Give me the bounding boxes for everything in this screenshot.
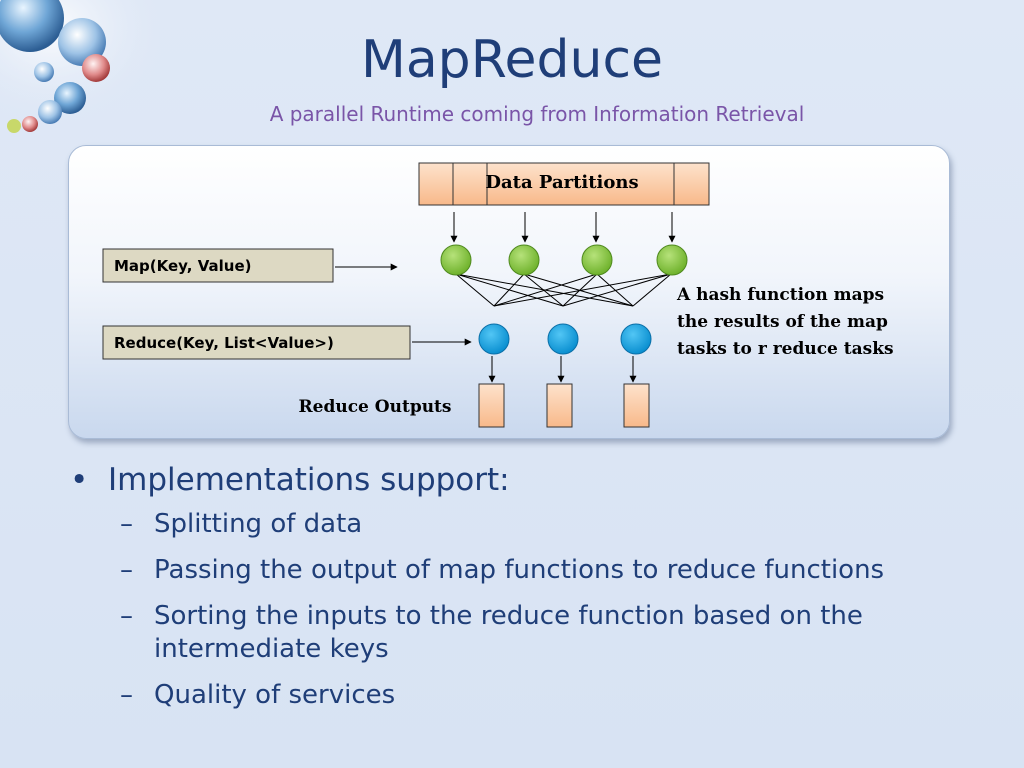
reduce-function-label: Reduce(Key, List<Value>) [114,334,334,352]
bullet-item-text: Passing the output of map functions to r… [154,555,885,585]
map-node [581,244,613,276]
hash-function-note: A hash function maps the results of the … [676,285,894,359]
bullet-heading-text: Implementations support: [108,462,510,498]
bullet-item-text: Splitting of data [154,509,363,539]
shuffle-line [632,273,672,307]
hash-note-line: tasks to r reduce tasks [677,339,894,359]
bullet-heading: • Implementations support: [70,462,970,498]
bullet-item-text: Sorting the inputs to the reduce functio… [154,601,863,664]
data-partitions-label: Data Partitions [485,172,638,193]
shuffle-line [493,273,525,307]
map-node [440,244,472,276]
dash-icon: – [120,680,133,710]
bullet-item: – Quality of services [70,679,970,712]
map-function-label: Map(Key, Value) [114,257,251,275]
shuffle-line [493,273,672,307]
reduce-node [620,323,652,355]
shuffle-line [523,273,634,307]
reduce-nodes [478,323,652,355]
partitions-box [418,162,710,206]
shuffle-line [455,273,495,307]
reduce-output-box [546,383,573,428]
map-node [656,244,688,276]
map-node [508,244,540,276]
bullet-item-text: Quality of services [154,680,396,710]
reduce-output-boxes [478,383,650,428]
page-subtitle: A parallel Runtime coming from Informati… [269,102,805,126]
bullet-item: – Passing the output of map functions to… [70,554,970,587]
dash-icon: – [120,555,133,585]
map-function-box [102,248,334,283]
reduce-output-box [478,383,505,428]
shuffle-line [562,273,672,307]
decorative-globes-image [0,0,170,140]
reduce-outputs-label: Reduce Outputs [299,397,452,417]
reduce-node [547,323,579,355]
page-title: MapReduce [360,30,664,90]
dash-icon: – [120,509,133,539]
shuffle-line [596,273,634,307]
mapreduce-diagram: Data Partitions [102,162,894,428]
bullet-dot-icon: • [70,462,89,498]
hash-note-line: the results of the map [677,312,888,332]
shuffle-line [493,273,598,307]
shuffle-lines [455,273,672,307]
partition-arrows [450,212,676,243]
bullet-item: – Splitting of data [70,508,970,541]
shuffle-line [523,273,564,307]
data-partitions-bar: Data Partitions [418,162,710,206]
diagram-panel: Data Partitions [68,145,950,439]
dash-icon: – [120,601,133,631]
hash-note-line: A hash function maps [676,285,884,305]
reduce-node [478,323,510,355]
map-nodes [440,244,688,276]
reduce-output-box [623,383,650,428]
bullet-item: – Sorting the inputs to the reduce funct… [70,600,970,666]
reduce-function-box [102,325,411,360]
output-arrows [488,356,637,383]
bullet-list: • Implementations support: – Splitting o… [70,462,970,725]
